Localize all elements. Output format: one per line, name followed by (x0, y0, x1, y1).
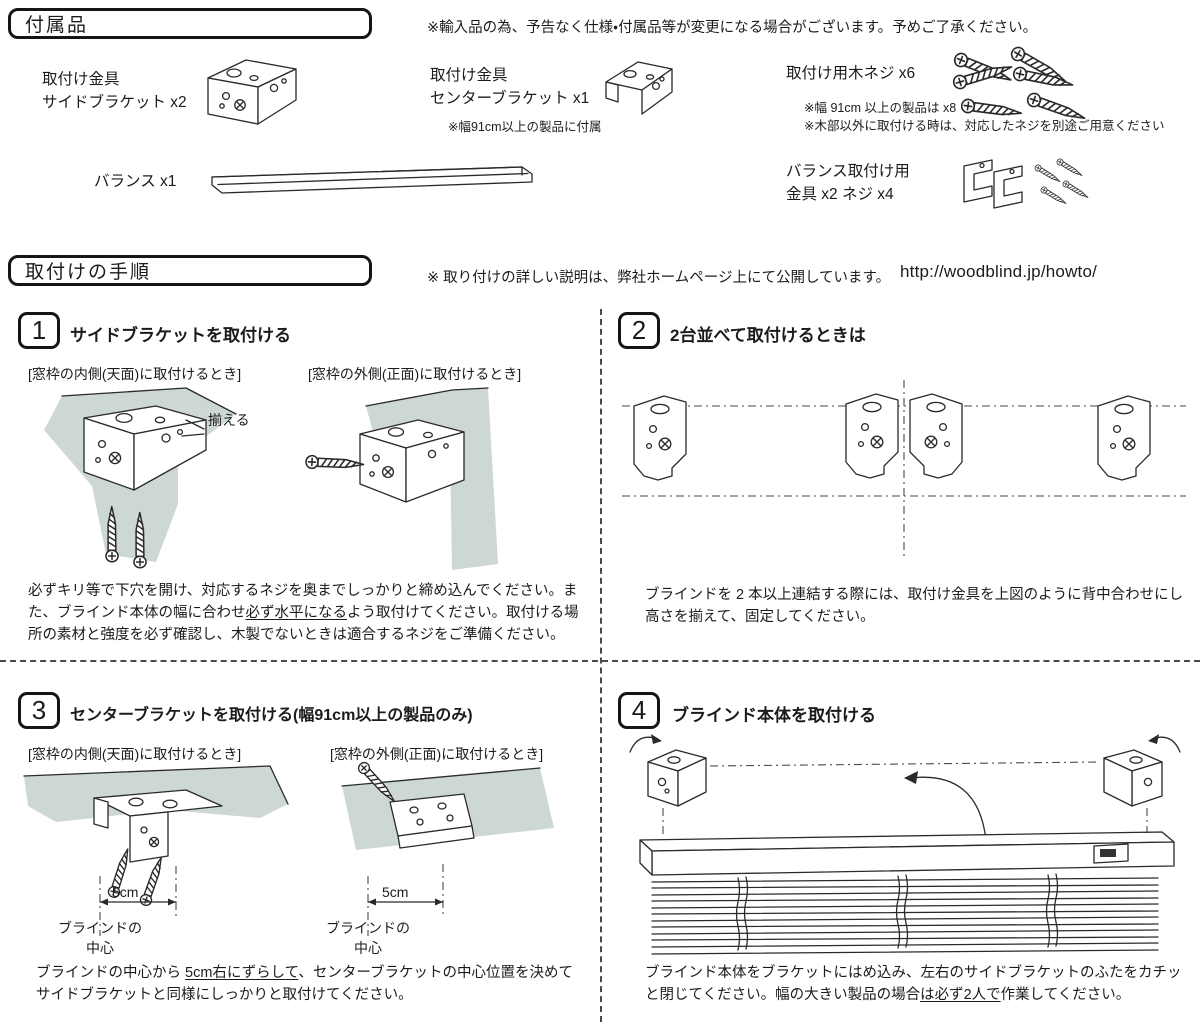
step-2-description: ブラインドを 2 本以上連結する際には、取付け金具を上図のように背中合わせにし高… (645, 587, 1184, 625)
step-3-description: ブラインドの中心から 5cm右にずらして、センターブラケットの中心位置を決めてサ… (36, 965, 574, 1003)
valance-fittings-illustration (963, 157, 1090, 209)
wood-screws-note-2: ※木部以外に取付ける時は、対応したネジを別途ご用意ください (804, 119, 1165, 133)
center-bracket-label: 取付け金具 センターブラケット x1 (430, 67, 590, 107)
step-3-inside-center-label: ブラインドの 中心 (58, 920, 142, 956)
bracket-front-icon (1097, 395, 1151, 481)
step-1-number: 1 (18, 312, 60, 349)
wood-screws-label: 取付け用木ネジ x6 (786, 65, 916, 82)
step-4-title: ブラインド本体を取付ける (672, 706, 876, 725)
procedure-notice: ※ 取り付けの詳しい説明は、弊社ホームページ上にて公開しています。 (427, 270, 891, 286)
screw-icon (1033, 163, 1062, 185)
step-1-outside-label: [窓枠の外側(正面)に取付けるとき] (308, 366, 522, 382)
align-annotation: 揃える (208, 412, 250, 428)
wood-screws-note-1: ※幅 91cm 以上の製品は x8 (804, 101, 957, 115)
step-3-inside-illustration (23, 765, 289, 936)
step-4-description: ブラインド本体をブラケットにはめ込み、左右のサイドブラケットのふたをカチッと閉じ… (645, 965, 1182, 1003)
step-3-number: 3 (18, 692, 60, 729)
accessories-section-title-box: 付属品 (8, 8, 372, 39)
bracket-front-icon (845, 393, 899, 479)
step-1-outside-illustration (304, 387, 498, 570)
step-1-title: サイドブラケットを取付ける (70, 326, 291, 345)
screw-icon (138, 854, 168, 908)
procedure-section-title: 取付けの手順 (25, 262, 152, 283)
step-3-outside-label: [窓枠の外側(正面)に取付けるとき] (330, 746, 544, 762)
column-divider (600, 309, 602, 1022)
step-1-inside-label: [窓枠の内側(天面)に取付けるとき] (28, 366, 242, 382)
step-3-outside-center-label: ブラインドの 中心 (326, 920, 410, 956)
step-4-number: 4 (618, 692, 660, 729)
valance-illustration (211, 166, 533, 194)
step-2-number: 2 (618, 312, 660, 349)
step-1-description: 必ずキリ等で下穴を開け、対応するネジを奥までしっかりと締め込んでください。また、… (28, 583, 579, 643)
step-3-inside-5cm-label: 5cm (112, 884, 139, 900)
screw-icon (304, 454, 365, 472)
row-divider (0, 660, 1200, 662)
valance-fittings-label: バランス取付け用 金具 x2 ネジ x4 (786, 163, 910, 203)
screw-icon (1039, 185, 1068, 207)
step-1-inside-illustration (44, 387, 237, 569)
screw-icon (1055, 157, 1084, 179)
step-3-inside-label: [窓枠の内側(天面)に取付けるとき] (28, 746, 242, 762)
step-3-outside-5cm-label: 5cm (382, 884, 409, 900)
side-bracket-label: 取付け金具 サイドブラケット x2 (42, 71, 187, 111)
step-3-outside-illustration (341, 759, 554, 936)
side-bracket-illustration (207, 59, 297, 125)
step-3-title: センターブラケットを取付ける(幅91cm以上の製品のみ) (70, 707, 473, 724)
procedure-section-title-box: 取付けの手順 (8, 255, 372, 286)
valance-label: バランス x1 (94, 173, 177, 190)
bracket-front-icon (633, 395, 687, 481)
center-bracket-note: ※幅91cm以上の製品に付属 (448, 120, 602, 134)
step-2-illustration (622, 380, 1186, 556)
import-notice: ※輸入品の為、予告なく仕様・付属品等が変更になる場合がございます。予めご了承くだ… (427, 20, 1038, 36)
step-4-illustration (629, 734, 1181, 955)
bracket-front-icon (909, 393, 963, 479)
howto-url[interactable]: http://woodblind.jp/howto/ (900, 262, 1098, 281)
step-2-title: 2台並べて取付けるときは (670, 326, 866, 345)
accessories-section-title: 付属品 (25, 15, 89, 36)
center-bracket-illustration (605, 61, 673, 115)
screw-icon (1061, 179, 1090, 201)
